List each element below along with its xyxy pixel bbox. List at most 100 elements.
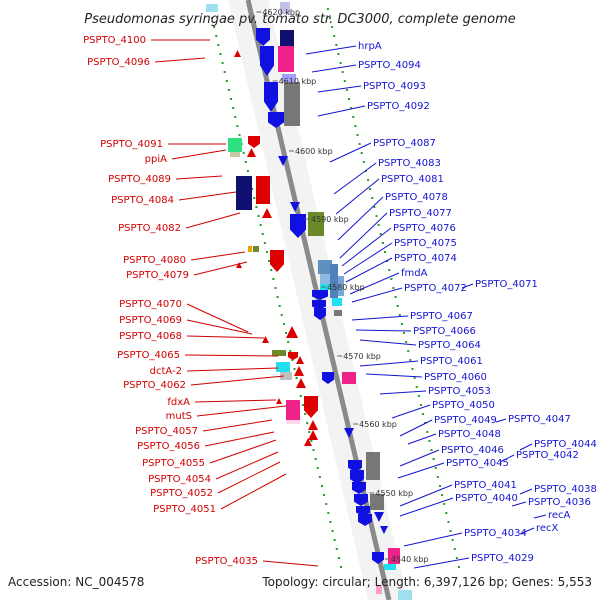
- ruler-label: 4620 kbp: [262, 8, 300, 17]
- leader-line: [215, 451, 279, 480]
- leader-line: [154, 57, 206, 63]
- outer-track-dot: [325, 503, 328, 505]
- reverse-gene: [260, 46, 274, 76]
- gene-label: PSPTO_4049: [434, 415, 497, 426]
- gc-skew-block: [308, 212, 324, 236]
- outer-track-dot: [304, 413, 307, 415]
- gene-label: PSPTO_4035: [195, 556, 258, 567]
- leader-line: [495, 418, 507, 423]
- gene-label: PSPTO_4077: [389, 208, 452, 219]
- outer-track-dot: [253, 197, 256, 199]
- outer-track-dot: [268, 260, 271, 262]
- gene-label: PSPTO_4061: [420, 356, 483, 367]
- outer-track-dot: [289, 350, 292, 352]
- gene-label: PSPTO_4062: [123, 380, 186, 391]
- outer-track-dot: [246, 170, 249, 172]
- outer-track-dot: [261, 233, 264, 235]
- leader-layer: [151, 39, 547, 569]
- forward-gene: [290, 330, 298, 338]
- gc-skew-block: [278, 46, 294, 72]
- inner-track-dot: [441, 494, 444, 496]
- inner-track-dot: [449, 530, 452, 532]
- gc-skew-block: [276, 362, 290, 372]
- leader-line: [262, 560, 319, 567]
- inner-track-dot: [326, 8, 329, 10]
- inner-track-dot: [333, 35, 336, 37]
- gc-skew-block: [248, 246, 252, 252]
- gene-label: PSPTO_4066: [413, 326, 476, 337]
- outer-track-dot: [301, 404, 304, 406]
- gc-skew-block: [256, 176, 270, 204]
- outer-track-dot: [272, 278, 275, 280]
- gene-label: PSPTO_4075: [394, 238, 457, 249]
- ruler-label: 4600 kbp: [295, 147, 333, 156]
- forward-gene: [294, 366, 304, 376]
- gene-label: PSPTO_4070: [119, 299, 182, 310]
- gene-label: PSPTO_4036: [528, 497, 591, 508]
- inner-track-dot: [343, 80, 346, 82]
- gc-skew-block: [384, 564, 396, 570]
- gc-skew-block: [280, 30, 294, 46]
- gene-label: PSPTO_4079: [126, 270, 189, 281]
- outer-track-dot: [333, 539, 336, 541]
- outer-track-dot: [291, 359, 294, 361]
- gc-skew-block: [230, 152, 240, 157]
- reverse-gene: [348, 460, 362, 472]
- gc-skew-block: [370, 494, 384, 510]
- reverse-gene: [344, 428, 354, 438]
- forward-gene: [304, 396, 318, 418]
- inner-track-dot: [400, 323, 403, 325]
- gene-label: PSPTO_4089: [108, 174, 171, 185]
- gene-label: PSPTO_4056: [137, 441, 200, 452]
- outer-track-dot: [327, 512, 330, 514]
- inner-track-dot: [358, 143, 361, 145]
- inner-track-dot: [331, 26, 334, 28]
- gene-label: PSPTO_4046: [441, 445, 504, 456]
- inner-track-dot: [438, 485, 441, 487]
- gc-skew-block: [284, 82, 300, 126]
- inner-track-dot: [360, 152, 363, 154]
- gene-label: PSPTO_4100: [83, 35, 146, 46]
- inner-track-dot: [443, 503, 446, 505]
- outer-track-dot: [285, 332, 288, 334]
- outer-track-dot: [215, 35, 218, 37]
- outer-track-dot: [223, 71, 226, 73]
- outer-track-dot: [259, 224, 262, 226]
- leader-line: [171, 149, 227, 160]
- gene-label: PSPTO_4092: [367, 101, 430, 112]
- inner-track-dot: [352, 116, 355, 118]
- inner-track-dot: [396, 305, 399, 307]
- gc-skew-block: [366, 452, 380, 480]
- leader-line: [349, 272, 400, 295]
- inner-track-dot: [447, 521, 450, 523]
- inner-track-dot: [371, 197, 374, 199]
- forward-gene: [262, 336, 269, 343]
- ruler-label: 4610 kbp: [279, 77, 317, 86]
- leader-line: [399, 419, 433, 437]
- inner-track-dot: [377, 224, 380, 226]
- leader-line: [311, 64, 357, 73]
- leader-line: [379, 390, 427, 395]
- ruler-label: 4540 kbp: [391, 555, 429, 564]
- gene-label: hrpA: [358, 41, 382, 52]
- top-block: [280, 2, 290, 14]
- gene-label: PSPTO_4072: [404, 283, 467, 294]
- ruler-label: 4590 kbp: [311, 215, 349, 224]
- gene-label: PSPTO_4050: [432, 400, 495, 411]
- outer-track-dot: [295, 377, 298, 379]
- leader-line: [413, 557, 470, 569]
- leader-line: [345, 257, 393, 283]
- outer-track-dot: [257, 215, 260, 217]
- inner-track-dot: [394, 296, 397, 298]
- outer-track-dot: [308, 431, 311, 433]
- inner-track-dot: [453, 548, 456, 550]
- leader-line: [407, 433, 437, 445]
- outer-track-dot: [242, 152, 245, 154]
- gc-skew-block: [253, 246, 259, 252]
- reverse-gene: [264, 82, 278, 112]
- gene-label: fmdA: [401, 268, 428, 279]
- forward-gene: [262, 208, 272, 218]
- inner-track-dot: [405, 341, 408, 343]
- leader-line: [305, 45, 357, 55]
